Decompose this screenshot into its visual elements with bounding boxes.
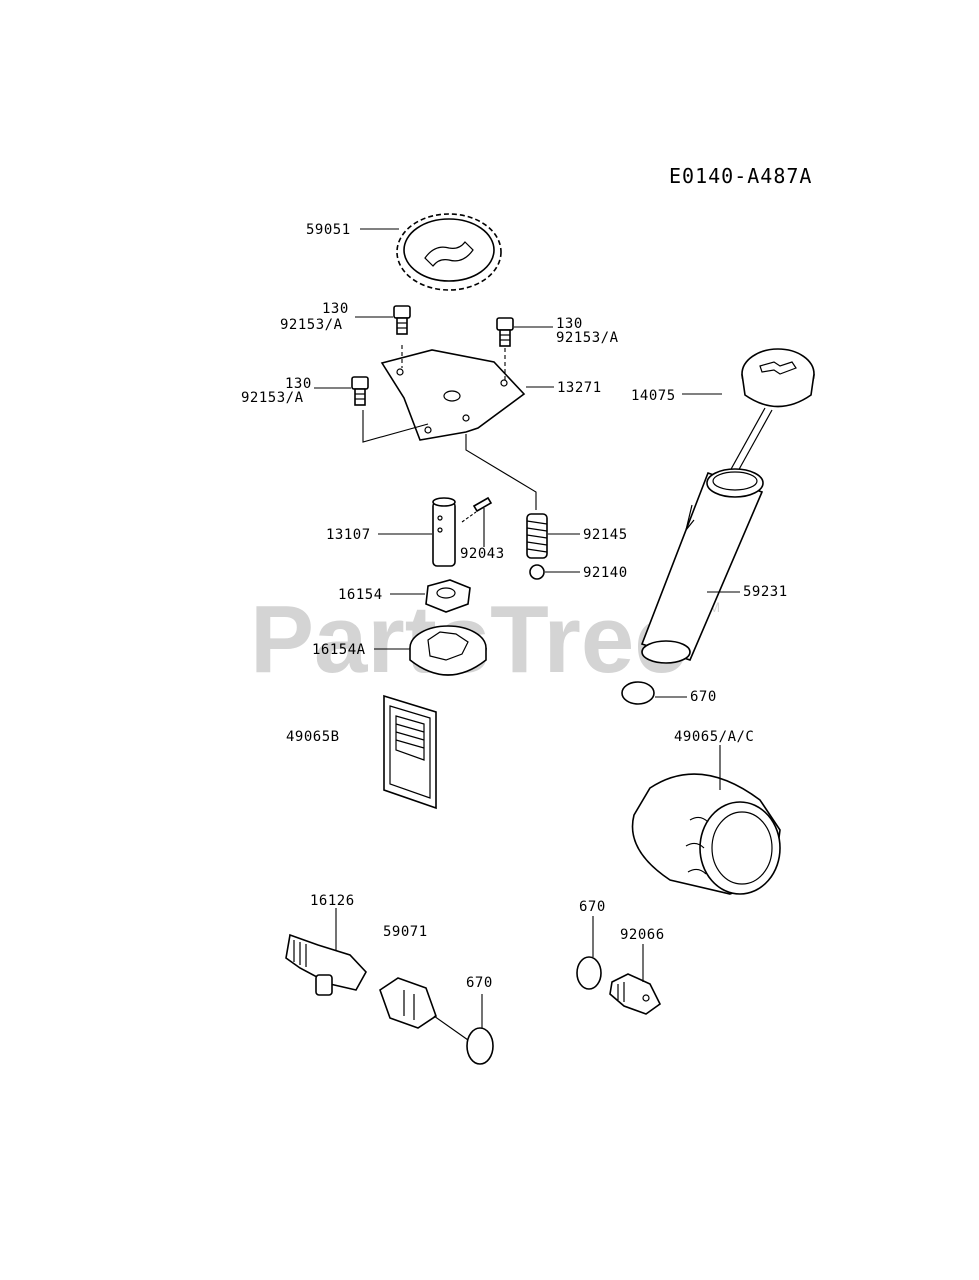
label-59051[interactable]: 59051: [306, 222, 351, 238]
diagram-code: E0140-A487A: [669, 164, 812, 188]
gear-59051[interactable]: [396, 213, 502, 291]
label-92153-right[interactable]: 92153/A: [556, 330, 619, 346]
label-670-drain[interactable]: 670: [579, 899, 606, 915]
guide-plug-oring: [433, 1015, 469, 1041]
label-49065B[interactable]: 49065B: [286, 729, 340, 745]
spring-92145[interactable]: [526, 513, 548, 559]
oring-670-drain[interactable]: [576, 956, 602, 990]
label-16154[interactable]: 16154: [338, 587, 383, 603]
label-92153-lower[interactable]: 92153/A: [241, 390, 304, 406]
label-59231[interactable]: 59231: [743, 584, 788, 600]
ball-92140[interactable]: [529, 564, 545, 580]
label-130-right[interactable]: 130: [556, 316, 583, 332]
label-92153-left[interactable]: 92153/A: [280, 317, 343, 333]
bolt-130-left[interactable]: [393, 305, 411, 335]
label-92140[interactable]: 92140: [583, 565, 628, 581]
guide-bolt-lower: [362, 410, 429, 443]
rotor-16154[interactable]: [425, 579, 471, 613]
label-14075[interactable]: 14075: [631, 388, 676, 404]
fitting-16126[interactable]: [285, 933, 367, 996]
label-130-left[interactable]: 130: [322, 301, 349, 317]
dipstick-14075[interactable]: [724, 348, 815, 483]
screen-49065B[interactable]: [383, 694, 437, 810]
oring-670-plug[interactable]: [466, 1027, 494, 1065]
pin-92043[interactable]: [472, 496, 493, 513]
label-92066[interactable]: 92066: [620, 927, 665, 943]
oil-filter-49065[interactable]: [631, 773, 781, 895]
label-59071[interactable]: 59071: [383, 924, 428, 940]
bolt-130-lower[interactable]: [351, 376, 369, 406]
drain-plug-92066[interactable]: [609, 973, 662, 1015]
rotor-16154A[interactable]: [409, 625, 487, 676]
label-92145[interactable]: 92145: [583, 527, 628, 543]
label-16126[interactable]: 16126: [310, 893, 355, 909]
label-92043[interactable]: 92043: [460, 546, 505, 562]
label-16154A[interactable]: 16154A: [312, 642, 366, 658]
guide-plate-spring: [465, 434, 537, 510]
bolt-130-right[interactable]: [496, 317, 514, 347]
oring-670-tube[interactable]: [621, 681, 655, 705]
label-13271[interactable]: 13271: [557, 380, 602, 396]
label-670-plug[interactable]: 670: [466, 975, 493, 991]
guide-pin: [461, 511, 477, 523]
label-670-tube[interactable]: 670: [690, 689, 717, 705]
plate-13271[interactable]: [380, 349, 526, 441]
label-49065AC[interactable]: 49065/A/C: [674, 729, 754, 745]
plug-59071[interactable]: [379, 977, 437, 1029]
shaft-13107[interactable]: [432, 497, 456, 567]
label-130-lower[interactable]: 130: [285, 376, 312, 392]
label-13107[interactable]: 13107: [326, 527, 371, 543]
tube-59231[interactable]: [640, 468, 764, 664]
